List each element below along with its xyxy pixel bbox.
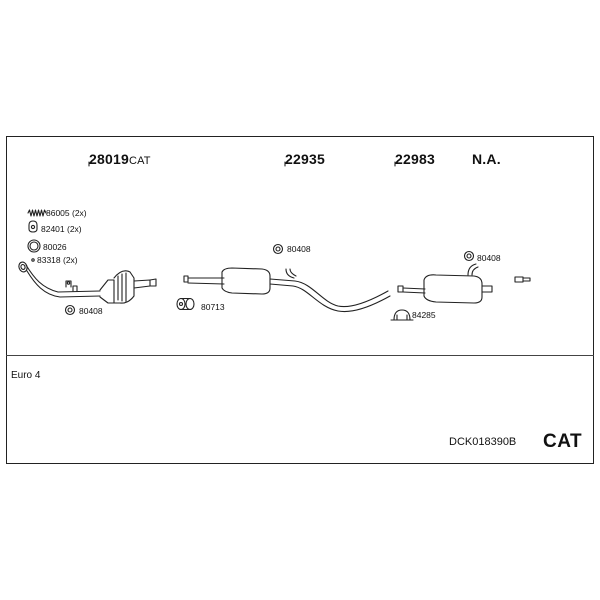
clamp-rear-icon	[391, 310, 413, 320]
part-label-small-gasket: 83318 (2x)	[37, 255, 78, 265]
spring-icon	[28, 210, 46, 216]
section-number-na: N.A.	[472, 152, 501, 166]
section-number: 22983	[395, 151, 435, 167]
section-suffix: CAT	[128, 155, 151, 167]
clamp-mid-icon	[177, 299, 194, 310]
hanger-rear-icon	[465, 252, 474, 261]
catalytic-converter-icon	[100, 271, 156, 303]
section-number-mid: 22935	[285, 152, 325, 166]
front-pipe-icon	[18, 261, 100, 297]
section-number: 22935	[285, 151, 325, 167]
part-label-clamp-rear: 84285	[412, 310, 436, 320]
diagram-frame	[6, 136, 594, 464]
section-number-catalytic: 28019CAT	[89, 152, 151, 167]
clamp-icon	[29, 221, 37, 232]
gasket-ring-icon	[28, 240, 40, 252]
part-label-clamp: 82401 (2x)	[41, 224, 82, 234]
rear-muffler-icon	[398, 264, 530, 303]
small-gasket-icon	[32, 259, 34, 261]
part-label-gasket-ring: 80026	[43, 242, 67, 252]
hanger-front-icon	[66, 306, 75, 315]
part-label-clamp-mid: 80713	[201, 302, 225, 312]
part-label-spring: 86005 (2x)	[46, 208, 87, 218]
section-number: N.A.	[472, 151, 501, 167]
section-number: 28019	[89, 151, 129, 167]
hanger-mid-icon	[274, 245, 283, 254]
part-number-markers	[89, 162, 395, 166]
kit-code-label: DCK018390B	[449, 436, 517, 448]
mid-pipe-icon	[184, 268, 390, 312]
part-label-hanger-mid: 80408	[287, 244, 311, 254]
part-label-hanger-rear: 80408	[477, 253, 501, 263]
part-label-hanger-front: 80408	[79, 306, 103, 316]
emission-standard-label: Euro 4	[11, 370, 41, 381]
section-number-rear: 22983	[395, 152, 435, 166]
kit-type-label: CAT	[543, 431, 583, 452]
section-divider	[6, 355, 594, 356]
